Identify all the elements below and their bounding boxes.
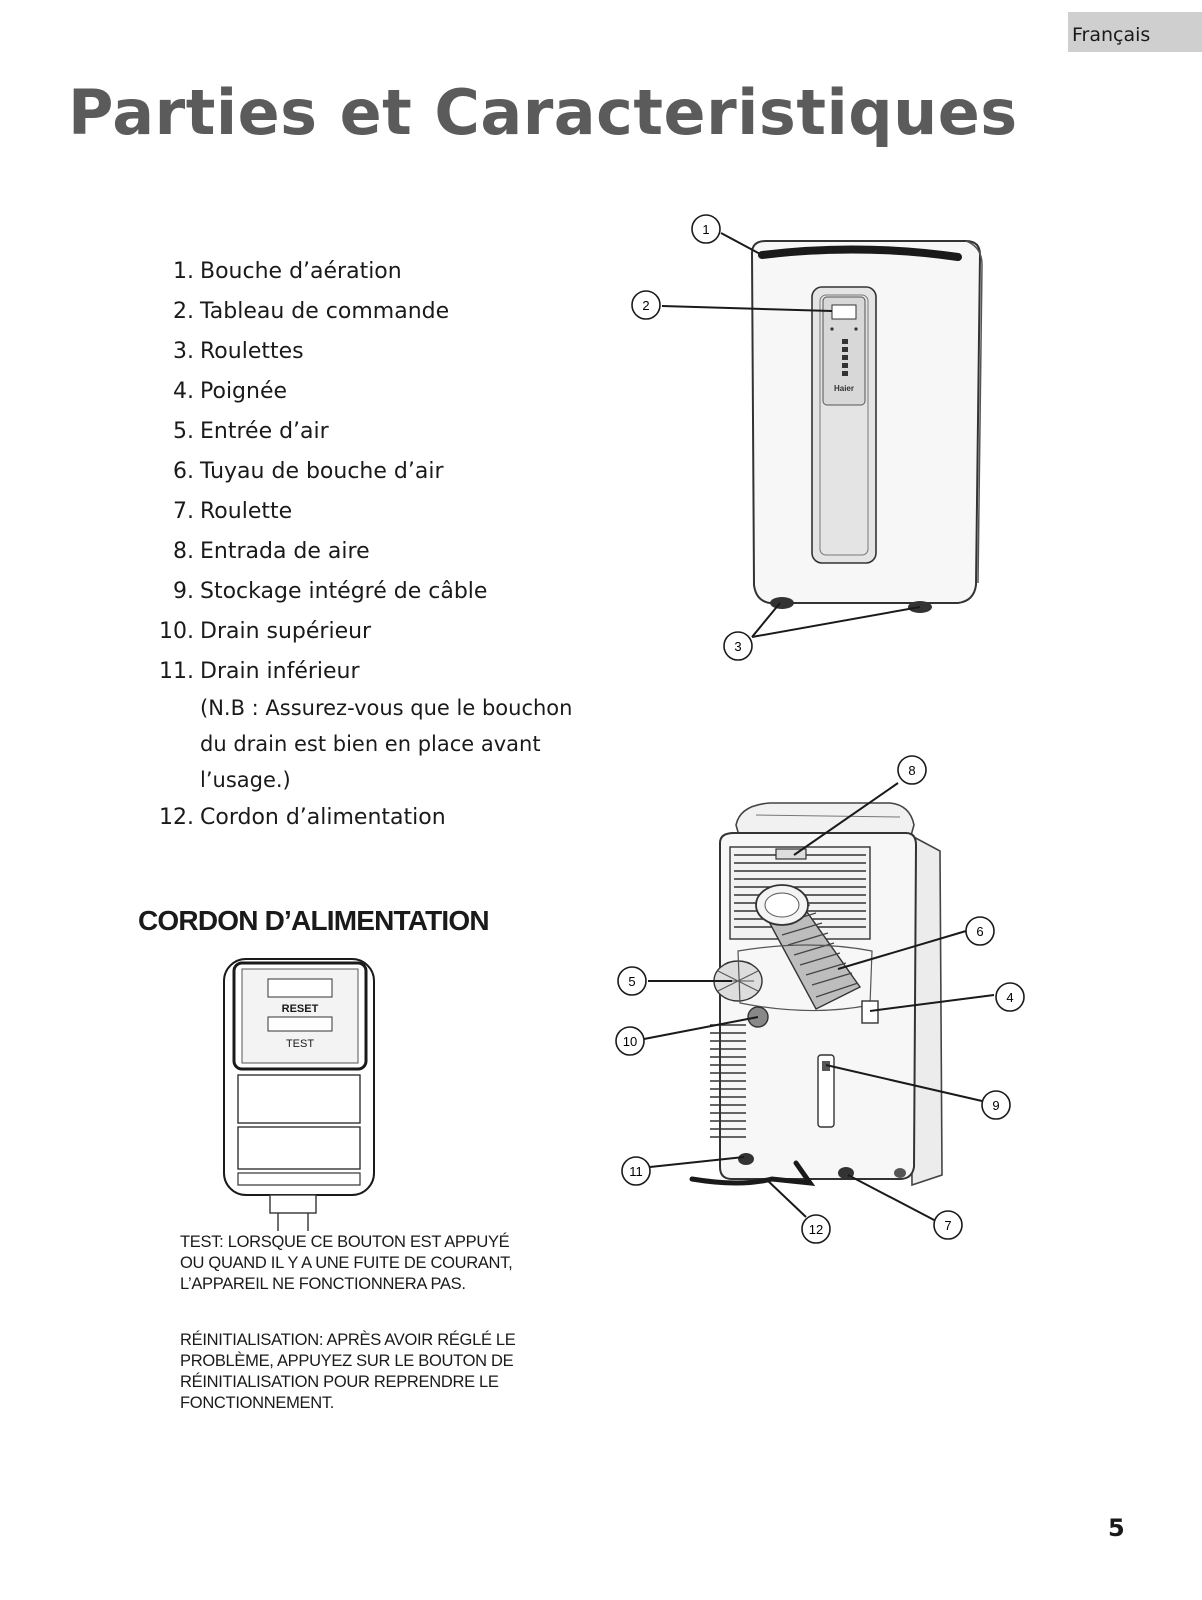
svg-text:10: 10 [623, 1034, 637, 1049]
drain-note-line: (N.B : Assurez-vous que le bouchon [200, 696, 573, 720]
section-heading: CORDON D’ALIMENTATION [138, 905, 490, 936]
svg-text:2: 2 [642, 298, 649, 313]
list-item: 1.Bouche d’aération [150, 258, 630, 298]
svg-text:4: 4 [1006, 990, 1013, 1005]
brand-logo: Haier [834, 384, 854, 393]
item-label: Roulettes [200, 339, 304, 364]
svg-text:3: 3 [734, 639, 741, 654]
list-item: 3.Roulettes [150, 338, 630, 378]
item-number: 9. [173, 579, 194, 604]
item-label: Stockage intégré de câble [200, 579, 488, 604]
item-label: Bouche d’aération [200, 259, 402, 284]
callout-3: 3 [723, 631, 753, 661]
list-item: 4.Poignée [150, 378, 630, 418]
item-number: 6. [173, 459, 194, 484]
callout-1: 1 [691, 214, 721, 244]
callout-11: 11 [621, 1156, 651, 1186]
svg-text:11: 11 [629, 1164, 643, 1179]
callout-12: 12 [801, 1214, 831, 1244]
item-number: 1. [173, 259, 194, 284]
list-item: 5.Entrée d’air [150, 418, 630, 458]
reset-description: RÉINITIALISATION: APRÈS AVOIR RÉGLÉ LE P… [180, 1331, 516, 1412]
callout-2: 2 [631, 290, 661, 320]
item-number: 4. [173, 379, 194, 404]
power-plug-diagram: RESET TEST [223, 958, 375, 1231]
callout-8: 8 [897, 755, 927, 785]
item-label: Tuyau de bouche d’air [200, 459, 444, 484]
language-tab: Français [1068, 12, 1202, 52]
item-number: 5. [173, 419, 194, 444]
svg-text:6: 6 [976, 924, 983, 939]
list-item: 2.Tableau de commande [150, 298, 630, 338]
svg-text:9: 9 [992, 1098, 999, 1113]
svg-text:7: 7 [944, 1218, 951, 1233]
item-number: 3. [173, 339, 194, 364]
list-item: 7.Roulette [150, 498, 630, 538]
item-number: 10. [159, 619, 194, 644]
item-label: Entrada de aire [200, 539, 370, 564]
page-number: 5 [1108, 1514, 1125, 1542]
list-item: 8.Entrada de aire [150, 538, 630, 578]
list-item: 12.Cordon d’alimentation [150, 804, 630, 844]
item-label: Cordon d’alimentation [200, 805, 446, 830]
item-number: 2. [173, 299, 194, 324]
item-label: Poignée [200, 379, 288, 404]
rear-unit-diagram: 8 6 5 4 10 9 11 12 7 [615, 755, 1025, 1244]
item-label: Entrée d’air [200, 419, 329, 444]
callout-9: 9 [981, 1090, 1011, 1120]
list-item: 11.Drain inférieur [150, 658, 630, 698]
item-label: Drain inférieur [200, 659, 360, 684]
parts-list: 1.Bouche d’aération 2.Tableau de command… [150, 258, 630, 844]
svg-text:1: 1 [702, 222, 709, 237]
item-number: 11. [159, 659, 194, 684]
svg-text:12: 12 [809, 1222, 823, 1237]
svg-text:8: 8 [908, 763, 915, 778]
test-button-label: TEST [286, 1038, 314, 1050]
callout-10: 10 [615, 1026, 645, 1056]
item-label: Drain supérieur [200, 619, 372, 644]
callout-5: 5 [617, 966, 647, 996]
svg-text:5: 5 [628, 974, 635, 989]
drain-note: (N.B : Assurez-vous que le bouchon du dr… [200, 690, 630, 798]
item-label: Tableau de commande [200, 299, 450, 324]
callout-7: 7 [933, 1210, 963, 1240]
reset-button-label: RESET [282, 1003, 319, 1015]
callout-6: 6 [965, 916, 995, 946]
item-number: 12. [159, 805, 194, 830]
item-number: 7. [173, 499, 194, 524]
list-item: 9.Stockage intégré de câble [150, 578, 630, 618]
test-description: TEST: LORSQUE CE BOUTON EST APPUYÉ OU QU… [180, 1233, 513, 1293]
list-item: 6.Tuyau de bouche d’air [150, 458, 630, 498]
drain-note-line: du drain est bien en place avant l’usage… [200, 732, 541, 792]
callout-4: 4 [995, 982, 1025, 1012]
list-item: 10.Drain supérieur [150, 618, 630, 658]
front-unit-diagram: Haier 1 2 3 [631, 214, 983, 661]
item-number: 8. [173, 539, 194, 564]
item-label: Roulette [200, 499, 293, 524]
page-title: Parties et Caracteristiques [68, 76, 1018, 149]
